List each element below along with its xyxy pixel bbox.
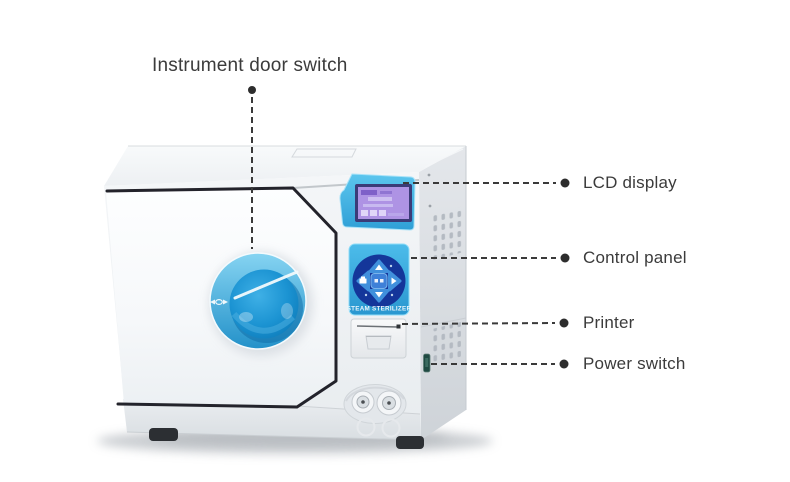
- drain-valve-right: [376, 390, 402, 416]
- callout-control-label: Control panel: [583, 248, 687, 267]
- knob-sphere: [229, 269, 299, 339]
- center-button-glyph: [374, 279, 384, 283]
- print-button-icon: [359, 276, 367, 284]
- side-screw-top: [427, 173, 431, 177]
- dpad-marks: [364, 264, 394, 297]
- side-edge-highlight: [424, 148, 464, 168]
- knob-lower-reflection: [231, 311, 296, 334]
- drain-valve-left: [351, 390, 375, 414]
- steam-sterilizer-text: STEAM STERILIZER: [347, 306, 412, 313]
- control-dot: [560, 253, 570, 263]
- side-seam: [420, 317, 467, 328]
- foot-right: [396, 436, 424, 449]
- instrument-door-switch-knob: [209, 252, 313, 356]
- base-mark-left: [356, 417, 376, 437]
- sterilizer-machine: STEAM STERILIZER: [97, 145, 493, 454]
- printer-leader-line: [401, 322, 556, 325]
- up-arrow-icon: [375, 264, 383, 270]
- down-arrow-icon: [375, 292, 383, 298]
- door-switch-dot: [248, 86, 256, 94]
- callout-power-label: Power switch: [583, 354, 686, 373]
- callout-lcd-label: LCD display: [583, 173, 677, 192]
- callout-door-switch-label: Instrument door switch: [152, 55, 348, 76]
- right-arrow-icon: [391, 277, 397, 285]
- callout-printer-label: Printer: [583, 313, 635, 332]
- valve-recess-shadow: [345, 386, 405, 402]
- lcd-screen-text-rows: [361, 190, 404, 216]
- feet: [149, 428, 424, 449]
- side-screw-mid: [428, 204, 432, 208]
- printer-slot: [356, 325, 399, 328]
- printer-dot: [559, 318, 569, 328]
- top-recess: [291, 148, 357, 158]
- foot-left: [149, 428, 178, 441]
- drain-valves: [343, 384, 407, 438]
- control-panel: STEAM STERILIZER: [347, 243, 412, 316]
- lcd-display: [339, 173, 416, 231]
- printer-module: [350, 318, 407, 359]
- power-switch: [423, 353, 431, 373]
- power-dot: [559, 359, 569, 369]
- door-outline: [105, 186, 338, 409]
- side-panel: [419, 146, 466, 440]
- door-lock-indicator-icon: [210, 299, 228, 306]
- dpad-center-button: [370, 273, 388, 289]
- knob-highlight-left: [239, 312, 253, 322]
- base-mark-right: [381, 418, 401, 438]
- printer-handle: [365, 335, 392, 350]
- top-panel: [104, 146, 466, 186]
- knob-handle-slash: [233, 270, 299, 300]
- vent-grid: [427, 173, 464, 365]
- printer-slot-latch: [396, 324, 401, 329]
- callout-lines: [248, 86, 570, 369]
- lcd-dot: [560, 178, 570, 188]
- knob-highlight-right: [281, 303, 293, 319]
